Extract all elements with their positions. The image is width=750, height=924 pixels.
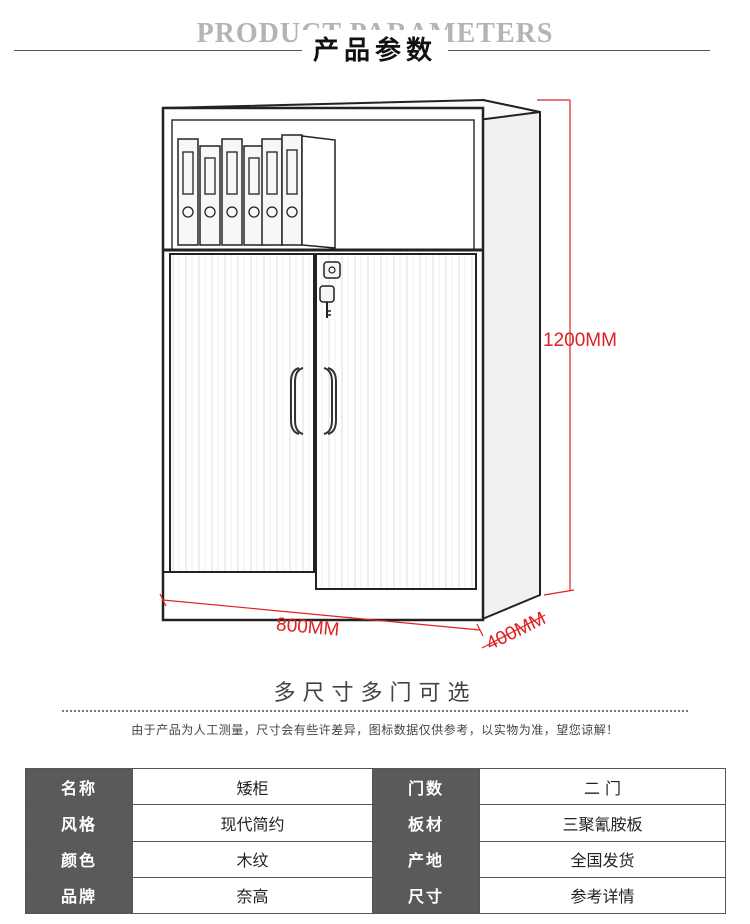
param-label: 品牌 (25, 876, 133, 915)
param-label: 门数 (372, 767, 480, 806)
tagline: 多尺寸多门可选 (273, 681, 477, 706)
cabinet-drawing-svg (159, 98, 575, 649)
header-title-cn: 产品参数 (312, 36, 437, 66)
dimension-lines (159, 99, 575, 649)
lock-icon (323, 261, 341, 279)
measurement-note: 由于产品为人工测量，尺寸会有些许差异，图标数据仅供参考，以实物为准，望您谅解！ (131, 723, 619, 737)
param-label: 风格 (25, 804, 133, 842)
table-row: 名称 矮柜 门数 二 门 (25, 767, 726, 806)
binder-icon (177, 134, 336, 249)
param-value: 参考详情 (479, 876, 726, 915)
param-value: 三聚氰胺板 (479, 804, 726, 842)
table-row: 颜色 木纹 产地 全国发货 (25, 840, 726, 878)
door-handle-icon (290, 367, 337, 435)
param-label: 尺寸 (372, 876, 480, 915)
param-value: 现代简约 (132, 804, 373, 842)
key-icon (319, 285, 335, 318)
header-title-cn-backdrop (302, 30, 448, 70)
dotted-divider (62, 710, 688, 712)
cabinet-illustration: 1200MM 800MM 400MM (0, 90, 750, 670)
param-value: 木纹 (132, 840, 373, 878)
section-header: PRODUCT PARAMETERS 产品参数 (0, 0, 750, 80)
table-row: 风格 现代简约 板材 三聚氰胺板 (25, 804, 726, 842)
param-value: 二 门 (479, 767, 726, 806)
param-value: 矮柜 (132, 767, 373, 806)
parameter-table: 名称 矮柜 门数 二 门 风格 现代简约 板材 三聚氰胺板 颜色 木纹 产地 全… (25, 767, 726, 915)
header-rule-left (14, 50, 302, 51)
header-rule-right (448, 50, 710, 51)
param-label: 板材 (372, 804, 480, 842)
param-value: 全国发货 (479, 840, 726, 878)
param-value: 奈高 (132, 876, 373, 915)
param-label: 产地 (372, 840, 480, 878)
table-row: 品牌 奈高 尺寸 参考详情 (25, 876, 726, 915)
dimension-height: 1200MM (543, 330, 617, 351)
param-label: 名称 (25, 767, 133, 806)
cabinet-doors (163, 253, 477, 590)
param-label: 颜色 (25, 840, 133, 878)
